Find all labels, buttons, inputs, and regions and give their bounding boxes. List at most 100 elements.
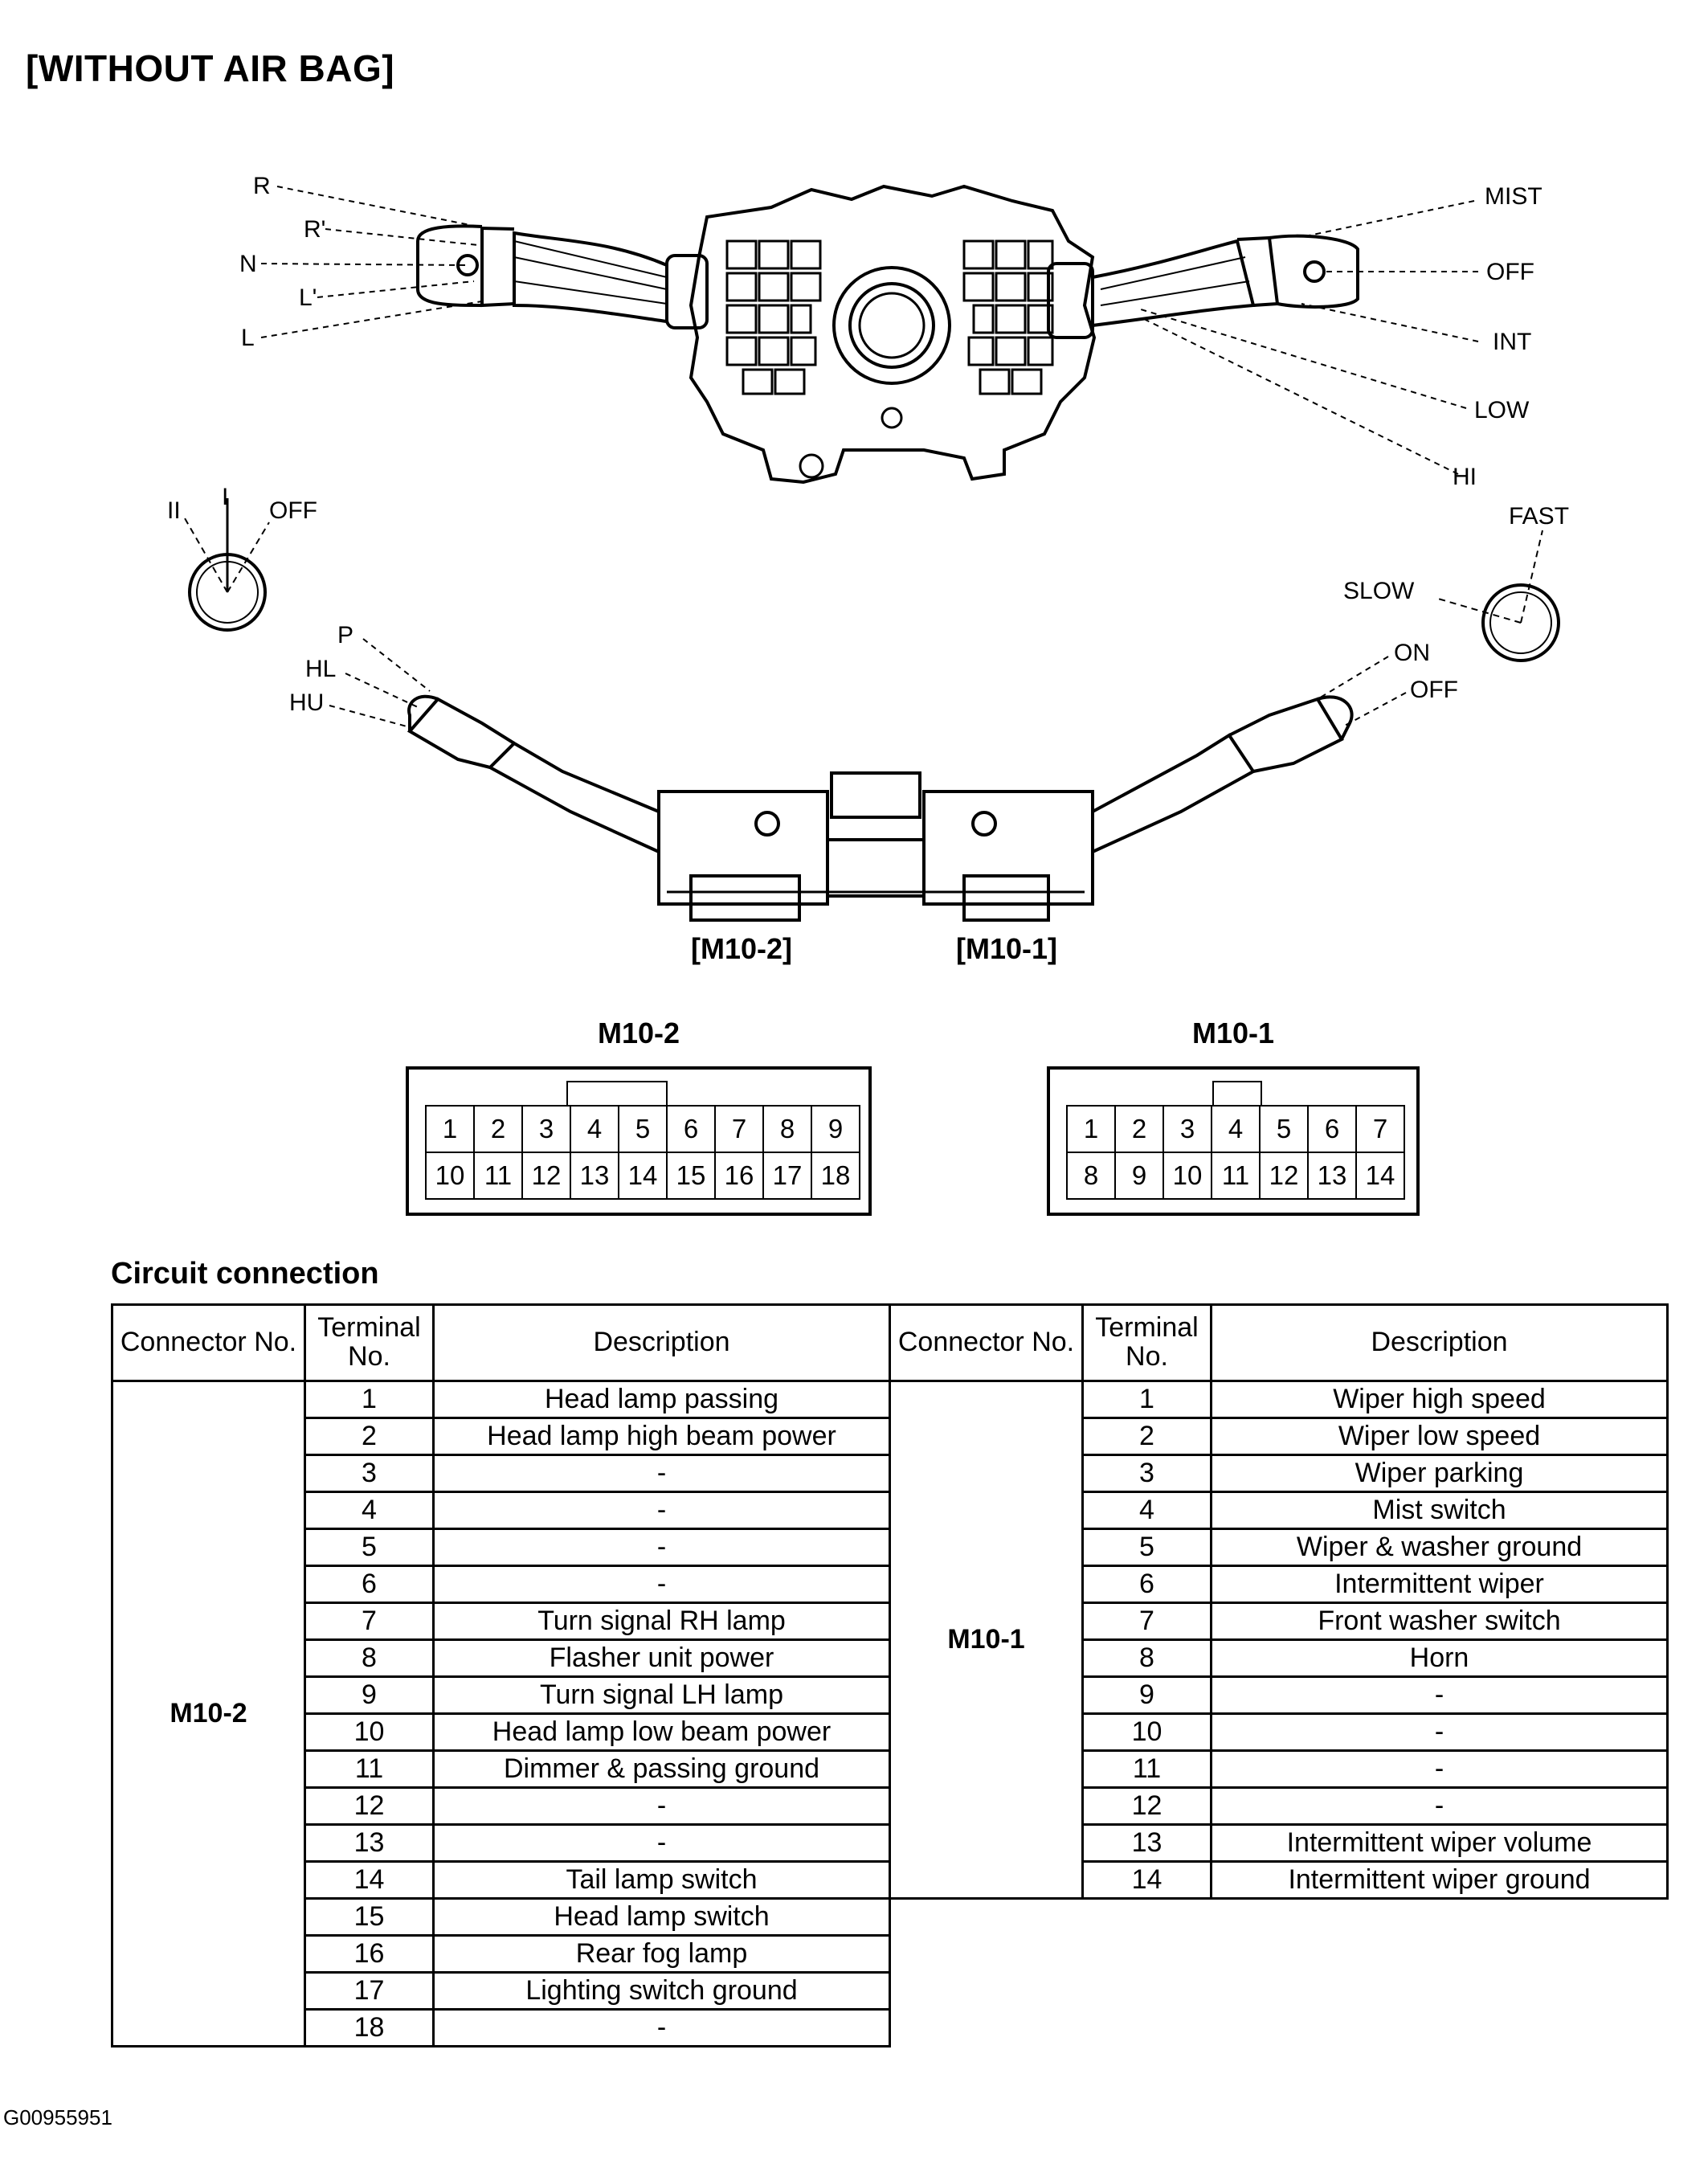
- pin: 3: [1163, 1105, 1212, 1153]
- label-l-prime: L': [299, 284, 317, 311]
- pin: 7: [1355, 1105, 1405, 1153]
- table-header-row: Connector No. Terminal No. Description C…: [111, 1303, 1669, 1382]
- description-cell: Wiper low speed: [1210, 1417, 1669, 1456]
- terminal-cell: 14: [1081, 1860, 1212, 1900]
- blank-area: [889, 1897, 1668, 2047]
- pin: 12: [1259, 1152, 1309, 1200]
- terminal-cell: 5: [304, 1528, 435, 1567]
- terminal-cell: 17: [304, 1971, 435, 2011]
- pin: 6: [666, 1105, 716, 1153]
- connector-m10-2-key: [566, 1081, 668, 1107]
- terminal-cell: 12: [1081, 1786, 1212, 1826]
- header-terminal-no: Terminal No.: [1081, 1303, 1212, 1382]
- terminal-cell: 4: [304, 1491, 435, 1530]
- description-cell: -: [432, 1528, 891, 1567]
- wiper-lever: [1092, 234, 1359, 327]
- pin: 11: [473, 1152, 523, 1200]
- connector-cell-left: M10-2: [111, 1380, 306, 2048]
- pin: 2: [1114, 1105, 1164, 1153]
- connector-cell-right: M10-1: [889, 1380, 1084, 1900]
- table-row: 18-: [112, 2008, 1668, 2048]
- terminal-cell: 9: [304, 1675, 435, 1715]
- label-hu: HU: [289, 689, 324, 716]
- description-cell: -: [1210, 1786, 1669, 1826]
- washer-lever: [1092, 695, 1354, 853]
- pin: 8: [1066, 1152, 1116, 1200]
- pin: 7: [714, 1105, 764, 1153]
- description-cell: Wiper high speed: [1210, 1380, 1669, 1419]
- description-cell: Mist switch: [1210, 1491, 1669, 1530]
- description-cell: Rear fog lamp: [432, 1934, 891, 1974]
- description-cell: Dimmer & passing ground: [432, 1749, 891, 1789]
- description-cell: Horn: [1210, 1638, 1669, 1678]
- description-cell: -: [1210, 1675, 1669, 1715]
- description-cell: Turn signal LH lamp: [432, 1675, 891, 1715]
- terminal-cell: 2: [1081, 1417, 1212, 1456]
- label-slow: SLOW: [1343, 578, 1415, 604]
- description-cell: Head lamp switch: [432, 1897, 891, 1937]
- upper-switch-body: [665, 184, 1097, 485]
- pin: 6: [1307, 1105, 1357, 1153]
- description-cell: Head lamp passing: [432, 1380, 891, 1419]
- pin: 12: [521, 1152, 571, 1200]
- intermittent-knob: [1481, 583, 1560, 662]
- pin: 1: [425, 1105, 475, 1153]
- connector-m10-2-diagram: 1 2 3 4 5 6 7 8 9 10 11 12 13 14 15 16 1…: [406, 1066, 872, 1216]
- terminal-cell: 14: [304, 1860, 435, 1900]
- pin: 16: [714, 1152, 764, 1200]
- terminal-cell: 6: [304, 1565, 435, 1604]
- pin: 1: [1066, 1105, 1116, 1153]
- description-cell: -: [432, 1491, 891, 1530]
- connector-m10-1-pins: 1 2 3 4 5 6 7 8 9 10 11 12 13 14: [1066, 1105, 1405, 1200]
- header-description: Description: [432, 1303, 891, 1382]
- circuit-heading: Circuit connection: [111, 1257, 379, 1291]
- description-cell: Front washer switch: [1210, 1602, 1669, 1641]
- connector-m10-2-title: M10-2: [597, 1017, 680, 1049]
- terminal-cell: 10: [304, 1712, 435, 1752]
- terminal-cell: 2: [304, 1417, 435, 1456]
- pin: 4: [1211, 1105, 1261, 1153]
- terminal-cell: 7: [304, 1602, 435, 1641]
- pin: 14: [618, 1152, 668, 1200]
- description-cell: Tail lamp switch: [432, 1860, 891, 1900]
- pin: 5: [618, 1105, 668, 1153]
- label-washer-on: ON: [1394, 640, 1430, 666]
- pin: 13: [1307, 1152, 1357, 1200]
- pin: 13: [570, 1152, 619, 1200]
- terminal-cell: 16: [304, 1934, 435, 1974]
- description-cell: Lighting switch ground: [432, 1971, 891, 2011]
- description-cell: Flasher unit power: [432, 1638, 891, 1678]
- label-r-prime: R': [304, 216, 325, 243]
- label-i: I: [222, 484, 228, 510]
- terminal-cell: 1: [1081, 1380, 1212, 1419]
- terminal-cell: 12: [304, 1786, 435, 1826]
- pin: 8: [762, 1105, 812, 1153]
- figure-id: G00955951: [3, 2105, 112, 2129]
- pin: 17: [762, 1152, 812, 1200]
- terminal-cell: 13: [304, 1823, 435, 1863]
- label-hi: HI: [1453, 464, 1477, 490]
- description-cell: Wiper parking: [1210, 1454, 1669, 1493]
- label-r: R: [253, 173, 271, 199]
- label-ii: II: [167, 497, 181, 524]
- pin: 18: [811, 1152, 860, 1200]
- description-cell: -: [432, 1823, 891, 1863]
- terminal-cell: 11: [304, 1749, 435, 1789]
- callout-m10-2: [M10-2]: [691, 932, 792, 965]
- label-mist: MIST: [1485, 183, 1543, 210]
- pin: 10: [1163, 1152, 1212, 1200]
- table-row: 12-12-: [112, 1786, 1669, 1826]
- label-fast: FAST: [1509, 503, 1569, 530]
